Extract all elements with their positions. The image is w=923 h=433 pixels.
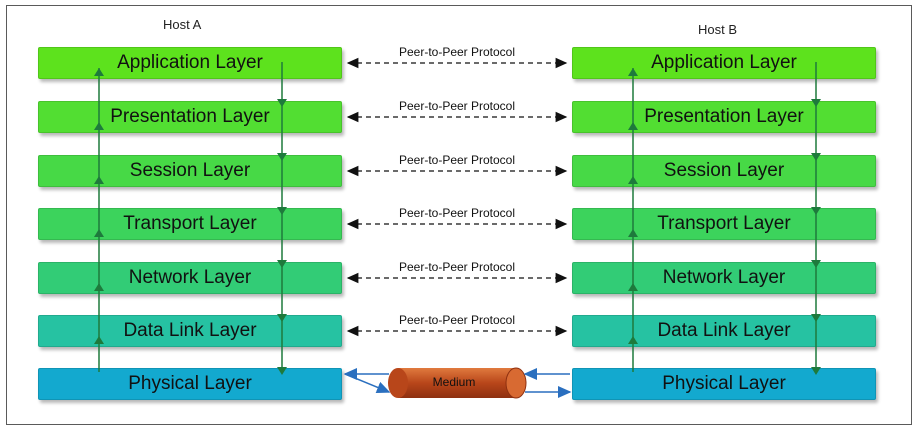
host-a-layer-5: Data Link Layer <box>38 315 342 347</box>
host-b-layer-3: Transport Layer <box>572 208 876 240</box>
host-b-up-arrow-1 <box>628 122 638 130</box>
host-b-layer-0: Application Layer <box>572 47 876 79</box>
peer-protocol-label-1: Peer-to-Peer Protocol <box>398 99 516 113</box>
host-b-layer-1: Presentation Layer <box>572 101 876 133</box>
host-a-layer-6: Physical Layer <box>38 368 342 400</box>
medium-label: Medium <box>432 375 476 389</box>
host-a-down-arrow-3 <box>277 260 287 268</box>
host-a-up-arrow-5 <box>94 336 104 344</box>
host-a-down-arrow-2 <box>277 207 287 215</box>
host-b-layer-6: Physical Layer <box>572 368 876 400</box>
host-b-down-arrow-4 <box>811 314 821 322</box>
host-a-up-arrow-3 <box>94 229 104 237</box>
host-a-layer-2: Session Layer <box>38 155 342 187</box>
host-b-down-arrow-0 <box>811 99 821 107</box>
host-a-down-arrow-4 <box>277 314 287 322</box>
host-b-up-arrow-4 <box>628 283 638 291</box>
medium-cylinder <box>343 367 572 399</box>
host-b-down-arrow-2 <box>811 207 821 215</box>
host-b-down-arrow-1 <box>811 153 821 161</box>
peer-protocol-label-4: Peer-to-Peer Protocol <box>398 260 516 274</box>
peer-protocol-label-0: Peer-to-Peer Protocol <box>398 45 516 59</box>
host-a-down-arrow-1 <box>277 153 287 161</box>
host-b-down-arrow-3 <box>811 260 821 268</box>
host-b-up-arrow-3 <box>628 229 638 237</box>
host-a-title: Host A <box>163 17 202 32</box>
host-a-layer-0: Application Layer <box>38 47 342 79</box>
host-a-layer-3: Transport Layer <box>38 208 342 240</box>
host-b-layer-4: Network Layer <box>572 262 876 294</box>
host-a-layer-1: Presentation Layer <box>38 101 342 133</box>
diagram-frame <box>6 5 912 425</box>
host-b-down-arrow-5 <box>811 367 821 375</box>
host-a-down-arrow-0 <box>277 99 287 107</box>
host-b-layer-5: Data Link Layer <box>572 315 876 347</box>
host-b-title: Host B <box>698 22 738 37</box>
host-a-down-arrow-5 <box>277 367 287 375</box>
host-b-up-arrow-0 <box>628 68 638 76</box>
host-b-up-arrow-5 <box>628 336 638 344</box>
host-a-up-arrow-0 <box>94 68 104 76</box>
host-b-up-arrow-2 <box>628 176 638 184</box>
peer-protocol-label-2: Peer-to-Peer Protocol <box>398 153 516 167</box>
link-arrow-a-to-medium <box>344 373 391 394</box>
host-b-layer-2: Session Layer <box>572 155 876 187</box>
host-a-up-arrow-4 <box>94 283 104 291</box>
peer-protocol-label-3: Peer-to-Peer Protocol <box>398 206 516 220</box>
host-a-layer-4: Network Layer <box>38 262 342 294</box>
host-a-up-arrow-2 <box>94 176 104 184</box>
host-a-up-arrow-1 <box>94 122 104 130</box>
peer-protocol-label-5: Peer-to-Peer Protocol <box>398 313 516 327</box>
